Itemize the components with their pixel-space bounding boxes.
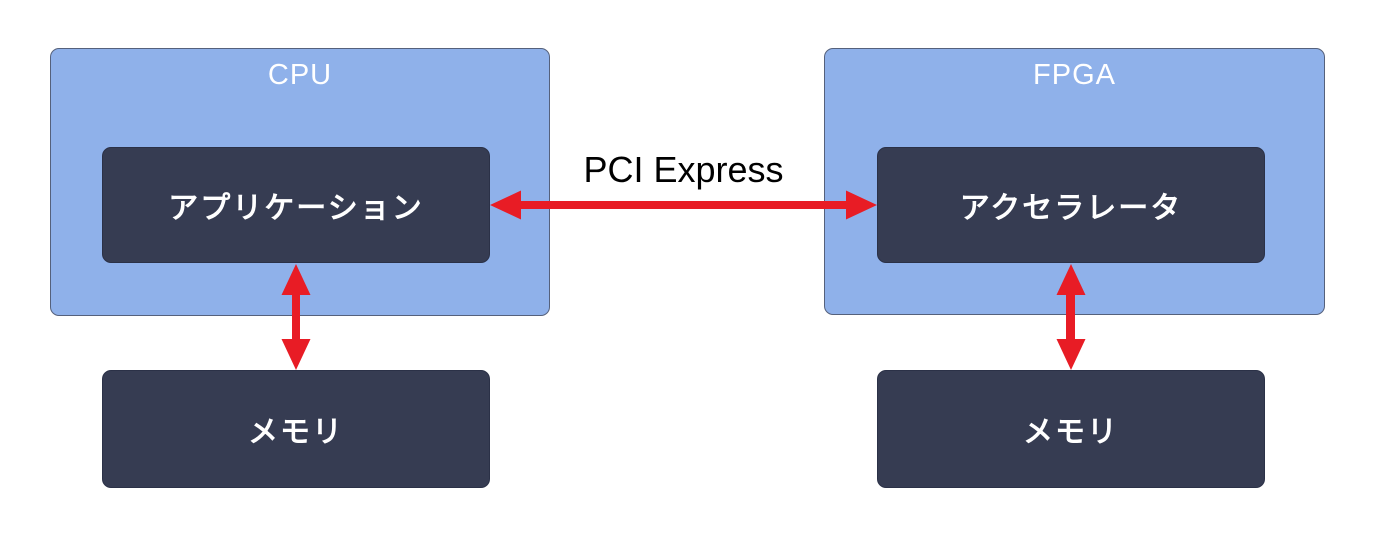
fpga-memory-box: メモリ <box>877 370 1265 488</box>
application-box: アプリケーション <box>102 147 490 263</box>
cpu-group-title: CPU <box>267 59 333 91</box>
fpga-group-title: FPGA <box>1033 59 1116 91</box>
pci-express-label: PCI Express <box>583 149 784 190</box>
accelerator-box: アクセラレータ <box>877 147 1265 263</box>
cpu-memory-box: メモリ <box>102 370 490 488</box>
